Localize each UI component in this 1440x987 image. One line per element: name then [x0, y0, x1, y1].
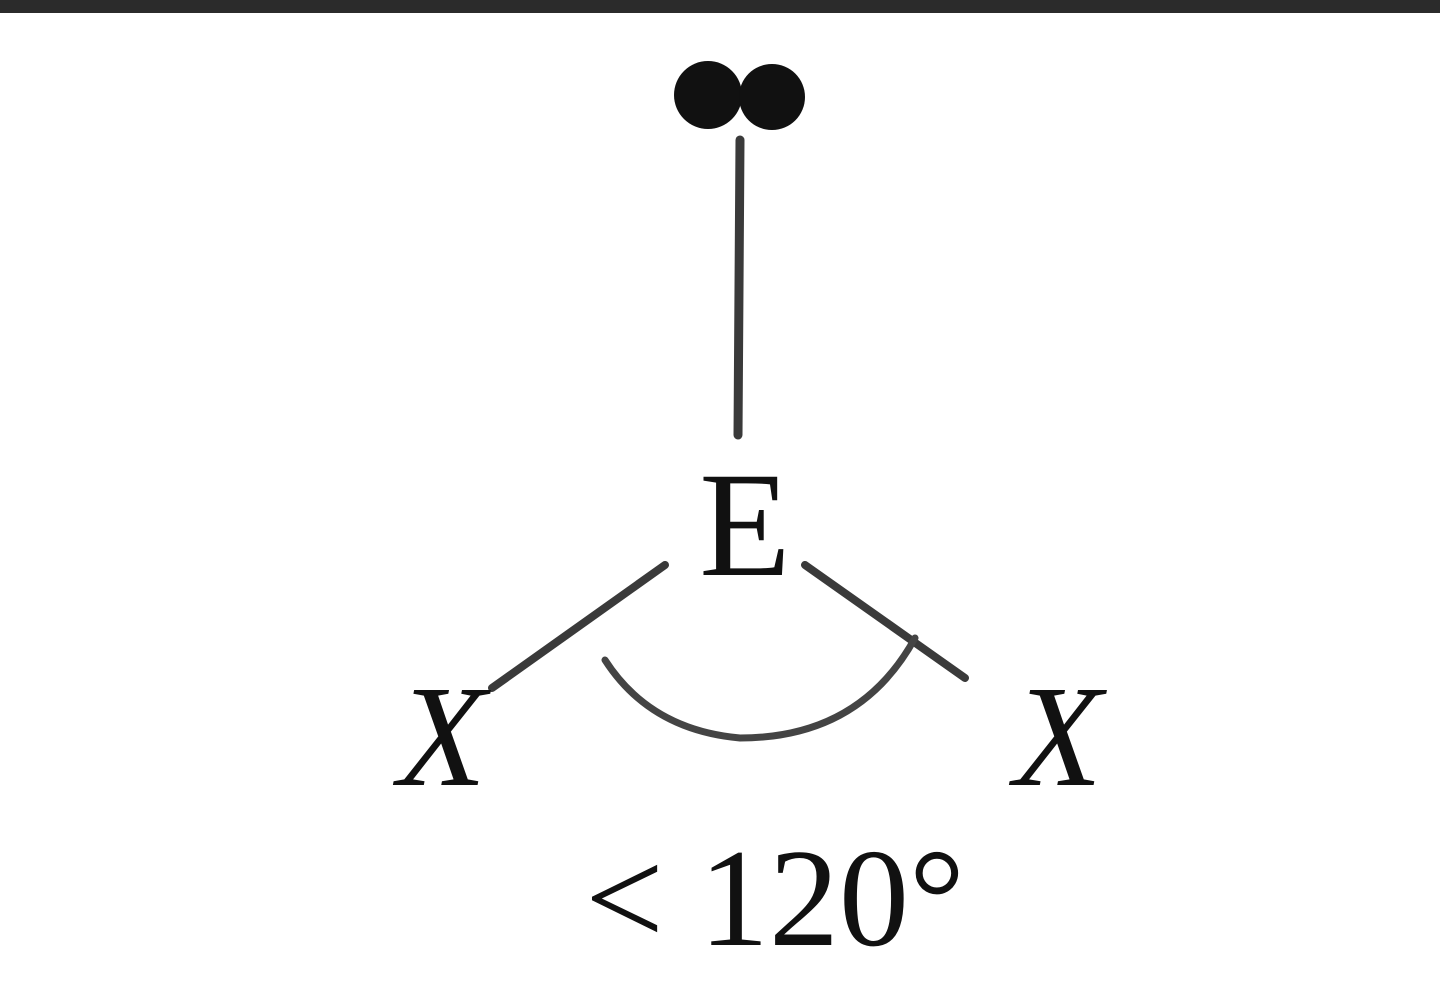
right-bond-line: [801, 561, 969, 682]
bond-angle-arc: [601, 634, 919, 742]
lone-pair-electron-right: [739, 64, 805, 130]
lone-pair: [674, 61, 805, 130]
top-frame-bar: [0, 0, 1440, 13]
left-bond-line: [488, 561, 669, 692]
central-atom-label: E: [699, 442, 791, 608]
lone-pair-bond-line: [733, 135, 745, 440]
lone-pair-electron-left: [674, 61, 742, 129]
right-ligand-label: X: [1009, 657, 1108, 817]
left-ligand-label: X: [393, 657, 492, 817]
bond-angle-label: < 120°: [585, 821, 965, 976]
